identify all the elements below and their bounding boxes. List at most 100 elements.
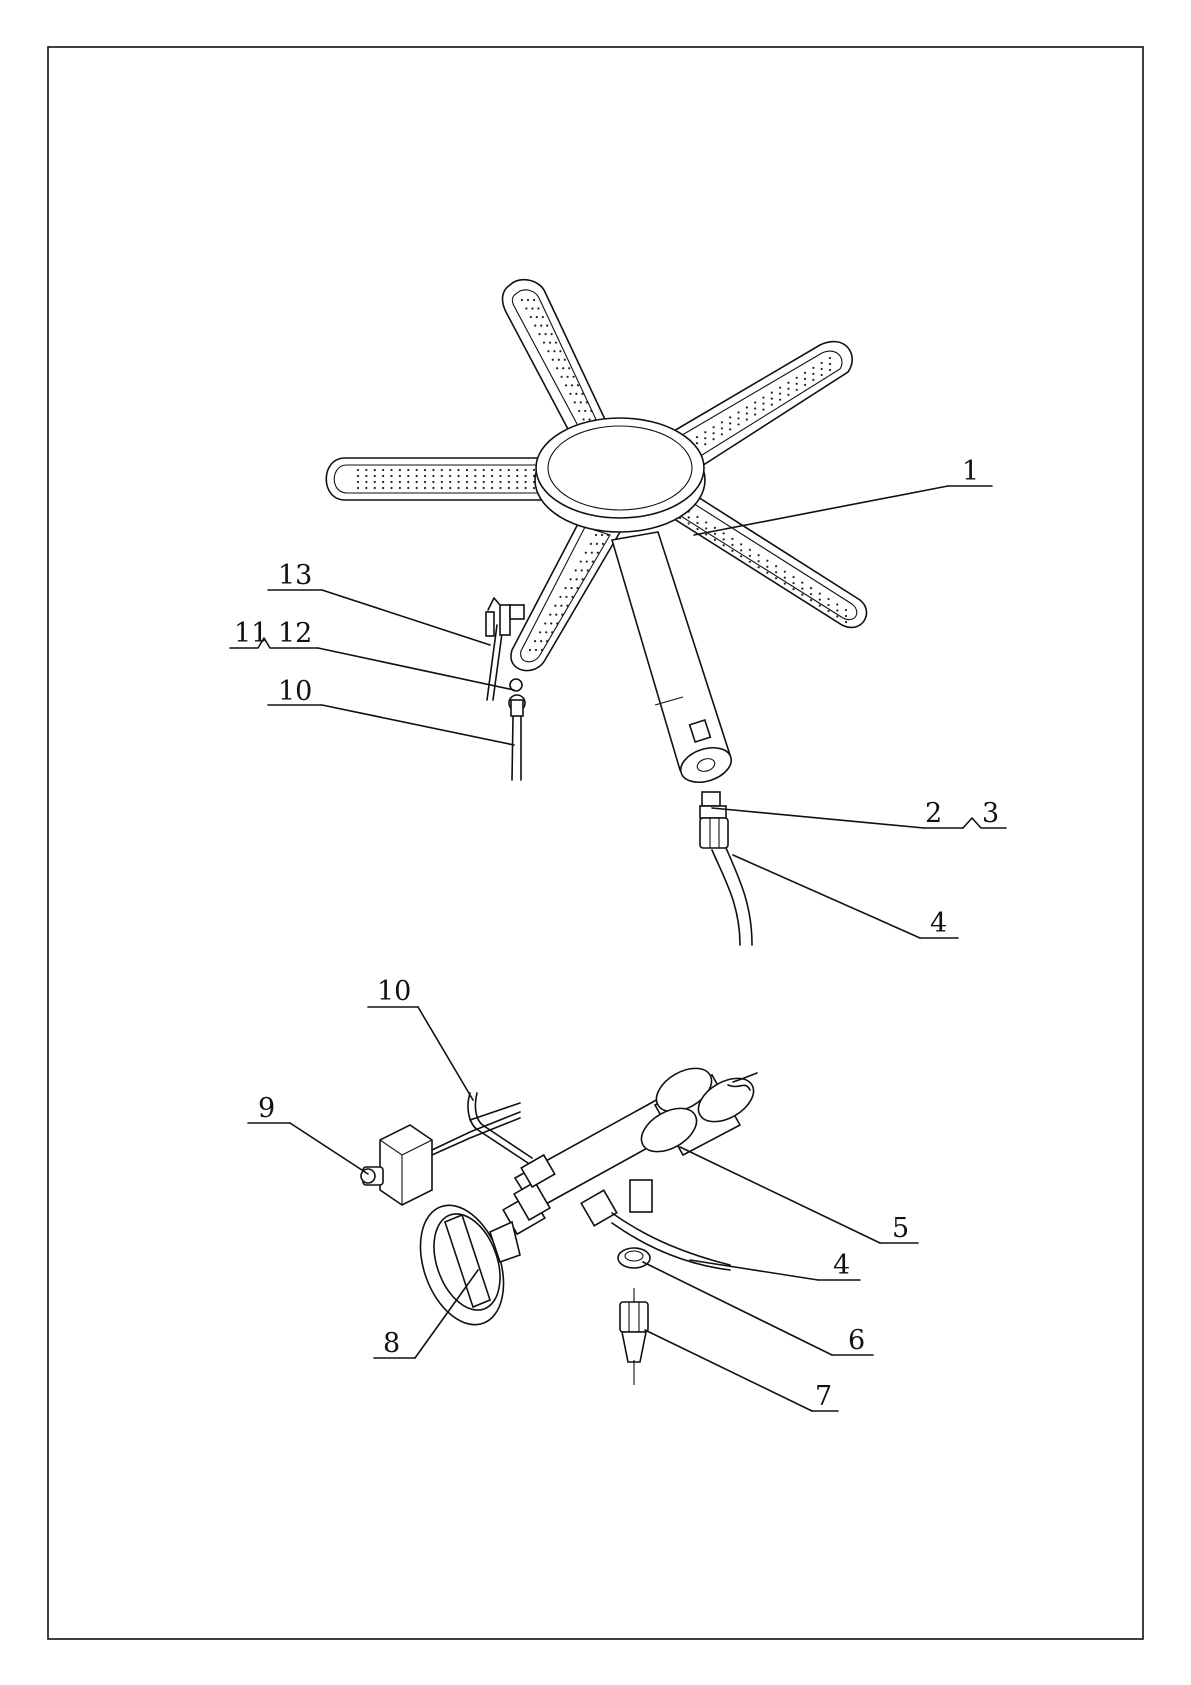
burner-port-dot [508,469,510,471]
burner-port-dot [545,333,547,335]
burner-port-dot [567,376,569,378]
burner-port-dot [441,475,443,477]
label-1: 1 [962,456,979,487]
burner-port-dot [499,481,501,483]
burner-port-dot [596,543,598,545]
burner-port-dot [704,443,706,445]
burner-port-dot [566,605,568,607]
burner-port-dot [714,533,716,535]
burner-port-dot [499,487,501,489]
burner-port-dot [787,394,789,396]
burner-port-dot [561,376,563,378]
label-8: 8 [383,1328,400,1359]
burner-port-dot [836,603,838,605]
burner-port-dot [586,560,588,562]
burner-port-dot [587,569,589,571]
burner-port-dot [779,387,781,389]
burner-port-dot [516,475,518,477]
burner-port-dot [483,469,485,471]
burner-port-dot [521,299,523,301]
burner-port-dot [541,649,543,651]
burner-port-dot [775,571,777,573]
burner-port-dot [602,543,604,545]
burner-port-dot [721,421,723,423]
burner-port-dot [555,342,557,344]
burner-port-dot [771,404,773,406]
burner-port-dot [595,534,597,536]
burner-port-dot [581,569,583,571]
burner-port-dot [712,432,714,434]
label-10-top: 10 [278,676,312,707]
burner-port-dot [390,487,392,489]
burner-port-dot [737,423,739,425]
burner-port-dot [474,475,476,477]
burner-port-dot [810,587,812,589]
burner-port-dot [533,469,535,471]
label-10-bottom: 10 [377,976,411,1007]
burner-port-dot [539,631,541,633]
burner-port-dot [564,587,566,589]
burner-port-dot [775,577,777,579]
burner-port-dot [746,418,748,420]
burner-port-dot [731,550,733,552]
label-2: 2 [925,798,942,829]
burner-port-dot [424,487,426,489]
burner-port-dot [365,487,367,489]
burner-port-dot [527,299,529,301]
burner-port-dot [737,417,739,419]
burner-port-dot [810,593,812,595]
sheet-border [48,47,1143,1639]
burner-port-dot [576,578,578,580]
burner-port-dot [399,487,401,489]
burner-port-dot [499,469,501,471]
burner-port-dot [457,469,459,471]
burner-port-dot [792,582,794,584]
burner-port-dot [357,475,359,477]
burner-port-dot [836,609,838,611]
burner-port-dot [758,560,760,562]
burner-port-dot [357,469,359,471]
burner-port-dot [508,475,510,477]
burner-port-dot [845,615,847,617]
burner-port-dot [705,521,707,523]
burner-port-dot [545,631,547,633]
burner-port-dot [696,522,698,524]
burner-port-dot [407,475,409,477]
burner-port-dot [474,481,476,483]
burner-port-dot [529,649,531,651]
burner-port-dot [819,598,821,600]
burner-port-dot [723,544,725,546]
burner-port-dot [597,552,599,554]
burner-port-dot [810,599,812,601]
label-12: 12 [278,618,312,649]
burner-port-dot [491,481,493,483]
burner-port-dot [740,555,742,557]
burner-port-dot [357,487,359,489]
burner-port-dot [390,475,392,477]
burner-port-dot [723,538,725,540]
burner-port-dot [829,369,831,371]
burner-port-dot [562,367,564,369]
burner-port-dot [551,333,553,335]
igniter-button [361,1112,520,1205]
burner-port-dot [357,481,359,483]
burner-port-dot [821,368,823,370]
burner-port-dot [432,481,434,483]
mixing-tube [612,532,736,788]
burner-port-dot [549,342,551,344]
burner-port-dot [571,596,573,598]
burner-port-dot [784,583,786,585]
burner-port-dot [533,299,535,301]
burner-port-dot [779,393,781,395]
burner-port-dot [590,543,592,545]
burner-port-dot [569,393,571,395]
burner-port-dot [540,640,542,642]
burner-port-dot [416,469,418,471]
label-5: 5 [892,1213,909,1244]
burner-port-dot [432,469,434,471]
burner-port-dot [801,582,803,584]
burner-port-dot [543,342,545,344]
burner-port-dot [845,609,847,611]
burner-port-dot [712,438,714,440]
label-11: 11 [234,618,268,649]
